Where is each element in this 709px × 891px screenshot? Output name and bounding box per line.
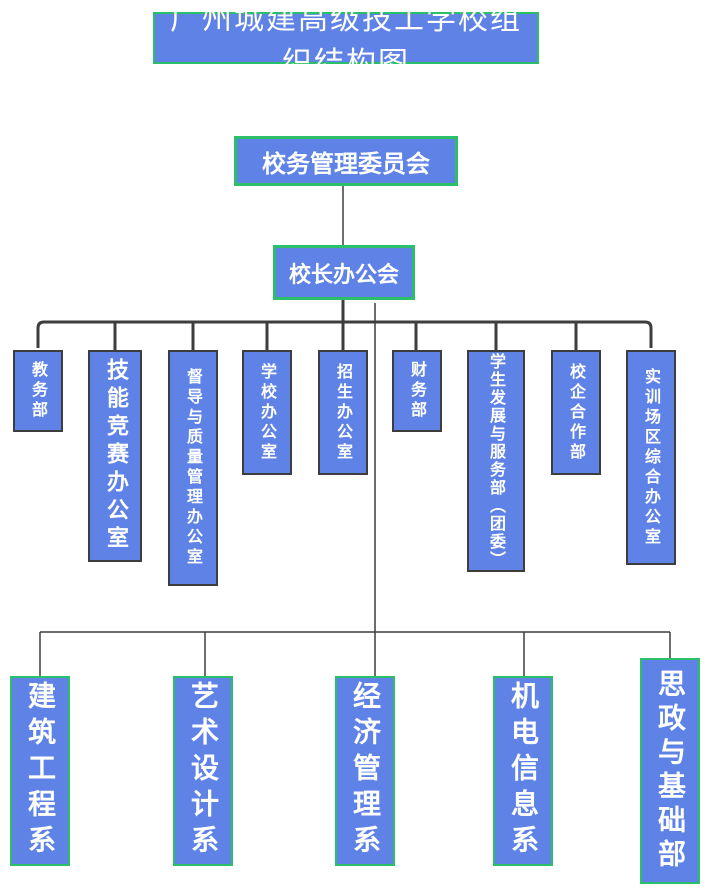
dept-node: 学校办公室 xyxy=(242,350,292,475)
dept-node: 教务部 xyxy=(13,350,63,432)
dept-node: 督导与质量管理办公室 xyxy=(168,350,218,586)
dept-node: 招生办公室 xyxy=(318,350,368,475)
dept-node: 校企合作部 xyxy=(551,350,601,475)
chart-title: 广州城建高级技工学校组织结构图 xyxy=(153,2,539,81)
faculty-node: 艺术设计系 xyxy=(173,676,233,866)
faculty-node: 机电信息系 xyxy=(493,676,553,866)
node-management-committee: 校务管理委员会 xyxy=(234,136,458,186)
dept-node: 学生发展与服务部（团委） xyxy=(467,350,525,572)
faculty-node: 思政与基础部 xyxy=(640,658,700,884)
faculty-node: 经济管理系 xyxy=(335,676,395,866)
dept-node: 技能竞赛办公室 xyxy=(88,350,142,562)
dept-node: 实训场区综合办公室 xyxy=(626,350,676,565)
dept-node: 财务部 xyxy=(392,350,442,432)
node-principal-office: 校长办公会 xyxy=(273,245,415,300)
faculty-node: 建筑工程系 xyxy=(10,676,70,866)
